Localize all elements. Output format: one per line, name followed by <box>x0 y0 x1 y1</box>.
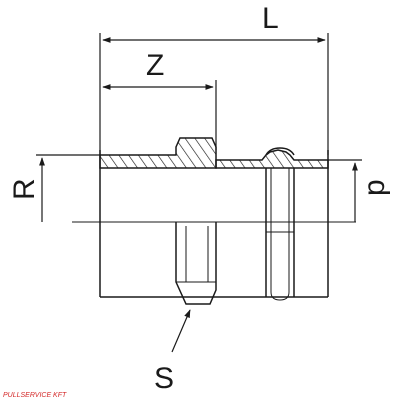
dimension-r: R <box>8 154 100 222</box>
dimension-s-label: S <box>154 362 174 395</box>
bead-contour <box>270 168 290 301</box>
fitting-exterior-lower <box>100 168 328 305</box>
oring-bead <box>265 147 295 156</box>
press-section <box>215 149 329 169</box>
dimension-z: Z <box>102 49 217 150</box>
dimension-p: p <box>328 159 391 222</box>
dimension-p-label: p <box>358 179 391 196</box>
dimension-z-label: Z <box>146 49 164 82</box>
dimension-r-label: R <box>8 178 41 200</box>
dimension-s: S <box>154 309 191 395</box>
dimension-l-label: L <box>262 2 279 35</box>
watermark-text: PULLSERVICE KFT <box>3 392 67 399</box>
thread-section <box>99 137 217 169</box>
dimension-l: L <box>99 2 329 155</box>
dimension-s-leader <box>171 309 191 353</box>
hexagon-flank <box>175 222 217 305</box>
fitting-section-upper <box>99 137 329 297</box>
